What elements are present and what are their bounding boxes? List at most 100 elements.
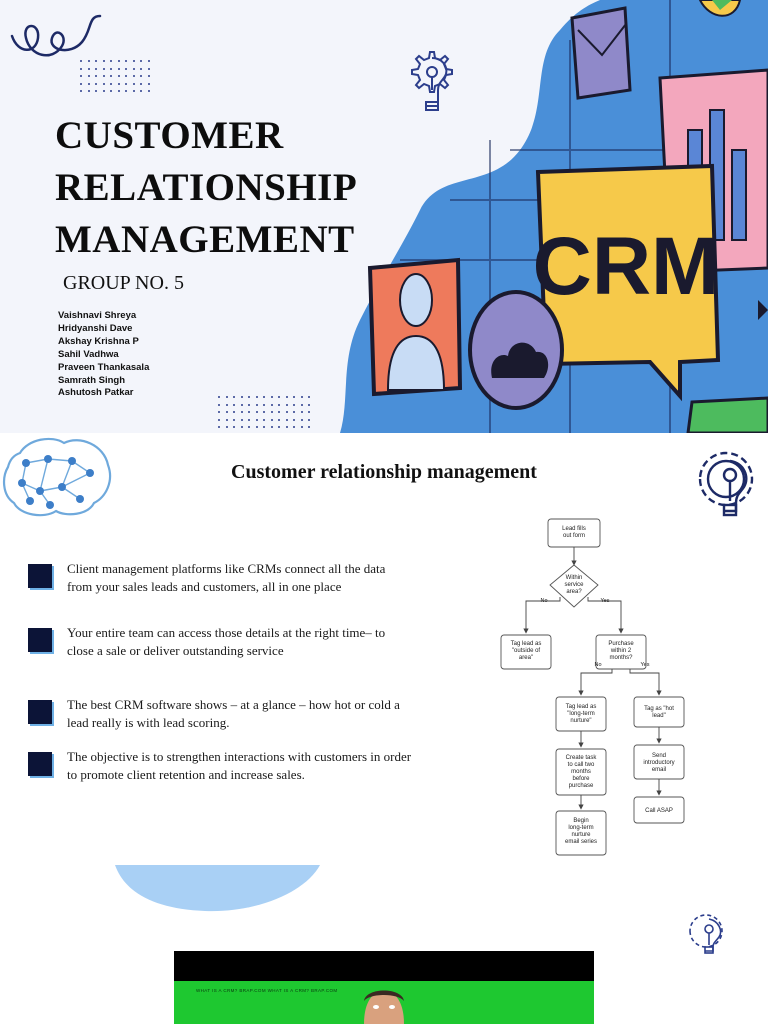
grid-dot bbox=[117, 67, 120, 70]
grid-dot bbox=[285, 426, 288, 428]
flow-text-line: nurture bbox=[571, 832, 591, 838]
grid-dot bbox=[240, 403, 243, 406]
grid-dot bbox=[80, 67, 82, 70]
grid-dot bbox=[132, 67, 135, 70]
squiggle-decoration-icon bbox=[10, 14, 102, 57]
grid-dot bbox=[270, 426, 273, 428]
grid-dot bbox=[95, 82, 97, 85]
grid-dot bbox=[140, 60, 142, 62]
grid-dot bbox=[263, 426, 265, 428]
flow-decision-2-box bbox=[595, 634, 647, 670]
blue-blob-decoration bbox=[115, 865, 320, 912]
member-name: Sahil Vadhwa bbox=[58, 348, 119, 360]
grid-dot bbox=[225, 396, 228, 398]
flow-text-line: before bbox=[572, 776, 590, 782]
grid-dot bbox=[255, 403, 258, 406]
slide-title: Customer relationship management bbox=[231, 461, 537, 483]
grid-dot bbox=[293, 418, 295, 421]
flow-text: Call ASAP bbox=[645, 808, 673, 814]
gear-bulb-icon bbox=[698, 451, 754, 517]
grid-dot bbox=[263, 411, 265, 413]
grid-dot bbox=[248, 418, 250, 421]
grid-dot bbox=[87, 82, 90, 85]
flow-text-line: lead" bbox=[652, 713, 665, 719]
grid-dot bbox=[218, 411, 220, 413]
video-thumbnail[interactable]: WHAT IS A CRM? BRAP.COM WHAT IS A CRM? B… bbox=[174, 951, 594, 1024]
flow-text-line: within 2 bbox=[610, 648, 632, 654]
grid-dot bbox=[95, 60, 97, 62]
bullet-square-icon bbox=[28, 628, 52, 652]
grid-dot bbox=[132, 60, 135, 62]
grid-dot bbox=[293, 426, 295, 428]
grid-dot bbox=[263, 396, 265, 398]
grid-dot bbox=[255, 411, 258, 413]
flow-no-label: No bbox=[594, 662, 601, 668]
gear-bulb-icon bbox=[689, 914, 723, 954]
grid-dot bbox=[308, 396, 310, 398]
grid-dot bbox=[308, 411, 310, 413]
flow-text-line: introductory bbox=[643, 760, 674, 766]
flow-text-line: service bbox=[564, 582, 584, 588]
grid-dot bbox=[233, 418, 235, 421]
grid-dot bbox=[140, 75, 142, 77]
flow-text-line: Tag as "hot bbox=[644, 706, 674, 712]
grid-dot bbox=[270, 396, 273, 398]
flow-text-line: Send bbox=[652, 753, 666, 759]
grid-dot bbox=[132, 75, 135, 77]
grid-dot bbox=[248, 411, 250, 413]
grid-dot bbox=[117, 75, 120, 77]
grid-dot bbox=[87, 67, 90, 70]
grid-dot bbox=[225, 426, 228, 428]
grid-dot bbox=[117, 60, 120, 62]
title-line: MANAGEMENT bbox=[55, 218, 355, 261]
presenter-figure bbox=[364, 990, 404, 1024]
flow-text-line: months bbox=[571, 769, 591, 775]
brain-network-icon bbox=[2, 437, 112, 517]
grid-dot bbox=[95, 75, 97, 77]
grid-dot bbox=[300, 418, 303, 421]
grid-dot bbox=[263, 418, 265, 421]
flow-yes-label: Yes bbox=[641, 662, 650, 668]
grid-dot bbox=[102, 60, 105, 62]
bullet-square-icon bbox=[28, 564, 52, 588]
grid-dot bbox=[110, 75, 112, 77]
grid-dot bbox=[147, 75, 150, 77]
bullet-text: Your entire team can access those detail… bbox=[67, 625, 386, 658]
grid-dot bbox=[87, 60, 90, 62]
grid-dot bbox=[80, 75, 82, 77]
grid-dot bbox=[218, 403, 220, 406]
grid-dot bbox=[110, 67, 112, 70]
grid-dot bbox=[255, 426, 258, 428]
title-line: CUSTOMER bbox=[55, 114, 284, 157]
grid-dot bbox=[233, 426, 235, 428]
grid-dot bbox=[140, 67, 142, 70]
grid-dot bbox=[132, 90, 135, 92]
flow-text-line: area" bbox=[519, 655, 533, 661]
grid-dot bbox=[240, 411, 243, 413]
grid-dot bbox=[87, 75, 90, 77]
grid-dot bbox=[218, 396, 220, 398]
flow-text-line: to call two bbox=[568, 762, 595, 768]
grid-dot bbox=[278, 426, 280, 428]
grid-dot bbox=[278, 403, 280, 406]
group-number: GROUP NO. 5 bbox=[63, 272, 184, 294]
grid-dot bbox=[233, 396, 235, 398]
flow-call-box bbox=[633, 796, 685, 824]
grid-dot bbox=[110, 82, 112, 85]
flow-text-line: Purchase bbox=[608, 641, 634, 647]
grid-dot bbox=[218, 426, 220, 428]
member-name: Hridyanshi Dave bbox=[58, 322, 133, 334]
grid-dot bbox=[147, 82, 150, 85]
video-caption-strip: WHAT IS A CRM? BRAP.COM WHAT IS A CRM? B… bbox=[196, 988, 338, 993]
grid-dot bbox=[300, 411, 303, 413]
grid-dot bbox=[240, 426, 243, 428]
flow-text-line: purchase bbox=[569, 783, 594, 789]
grid-dot bbox=[125, 90, 127, 92]
grid-dot bbox=[240, 418, 243, 421]
